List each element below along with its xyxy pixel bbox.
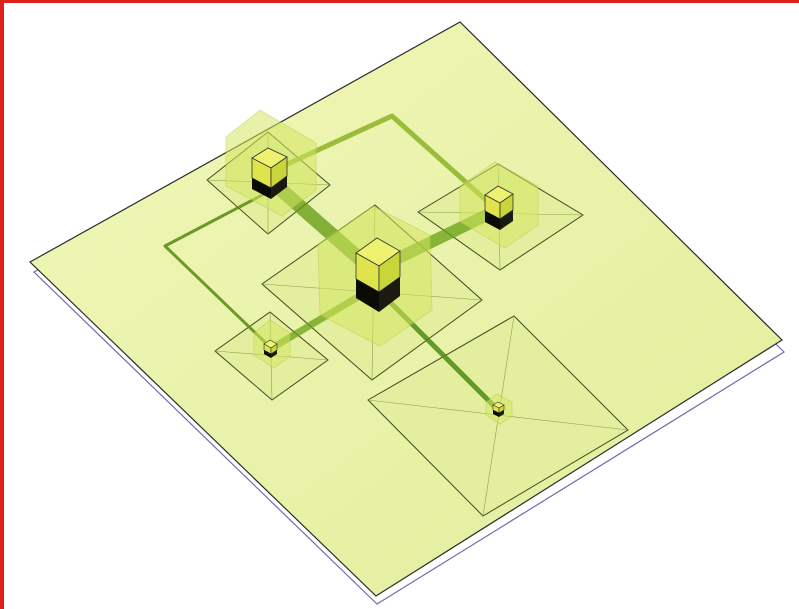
cube-bottom — [492, 401, 505, 417]
cube-lower-left — [263, 339, 278, 358]
trace-left-loop — [163, 190, 272, 349]
cube-center — [355, 237, 401, 312]
frame-red-edge-top — [0, 0, 799, 3]
cube-top-left — [251, 147, 288, 199]
cube-right — [484, 185, 514, 230]
frame-red-edge-left — [0, 0, 4, 609]
